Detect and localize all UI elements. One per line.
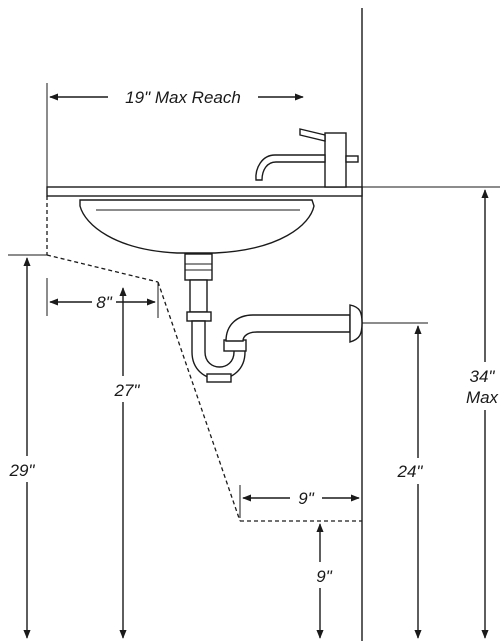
rim-clear-height-label: 29" — [9, 461, 36, 480]
counter-height-qualifier-label: Max — [466, 388, 499, 407]
p-trap-drain — [184, 253, 363, 383]
faucet — [255, 128, 359, 188]
dimension-toe-height: 9" — [316, 523, 333, 639]
toe-height-label: 9" — [316, 567, 332, 586]
dimension-knee-height: 27" — [114, 287, 141, 639]
max-reach-label: 19" Max Reach — [125, 88, 241, 107]
countertop — [46, 186, 363, 197]
knee-toe-clearance-outline — [46, 196, 362, 522]
sink-basin — [79, 199, 315, 254]
knee-height-label: 27" — [114, 381, 141, 400]
extension-lines — [8, 83, 500, 518]
counter-height-value-label: 34" — [470, 367, 496, 386]
dimension-toe-depth: 9" — [242, 489, 360, 508]
dimension-knee-depth: 8" — [49, 293, 156, 312]
dimension-drain-height: 24" — [397, 325, 424, 639]
dimension-counter-height: 34" Max — [466, 189, 499, 639]
dimension-max-reach: 19" Max Reach — [49, 88, 304, 107]
toe-depth-label: 9" — [298, 489, 314, 508]
dimension-rim-clear-height: 29" — [9, 257, 36, 639]
knee-depth-label: 8" — [96, 293, 112, 312]
drain-height-label: 24" — [397, 462, 424, 481]
